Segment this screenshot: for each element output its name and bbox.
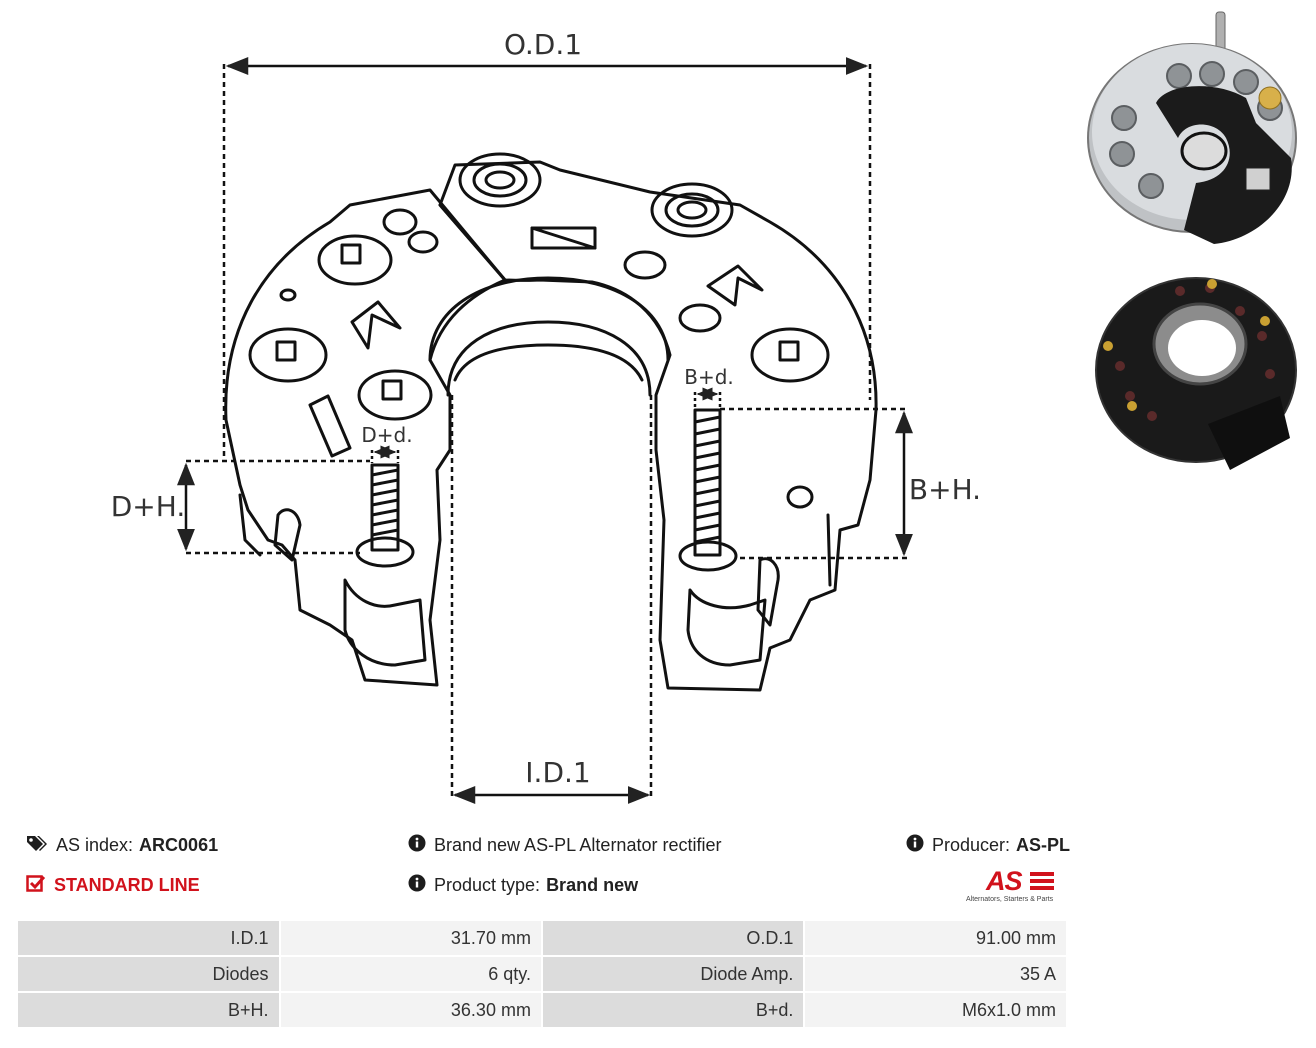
tags-icon (26, 834, 48, 857)
od-label: O.D.1 (504, 28, 582, 61)
specifications-table: I.D.1 31.70 mm O.D.1 91.00 mm Diodes 6 q… (16, 919, 1068, 1029)
spec-value: M6x1.0 mm (803, 991, 1068, 1029)
id-label: I.D.1 (525, 756, 590, 789)
check-square-icon (26, 874, 46, 897)
product-type-label: Product type: (434, 875, 541, 895)
as-index-value: ARC0061 (139, 835, 219, 855)
logo-tagline: Alternators, Starters & Parts (966, 896, 1054, 903)
bh-label: B+H. (909, 473, 981, 506)
product-photo-top (1087, 11, 1297, 244)
spec-label: I.D.1 (16, 919, 281, 957)
spec-label: B+H. (16, 991, 281, 1029)
info-icon (408, 874, 426, 897)
info-icon (408, 834, 426, 857)
product-line: STANDARD LINE (26, 874, 200, 897)
info-icon (906, 834, 924, 857)
description-text: Brand new AS-PL Alternator rectifier (434, 835, 722, 855)
product-type-value: Brand new (546, 875, 639, 895)
spec-value: 35 A (803, 955, 1068, 993)
product-type: Product type: Brand new (408, 874, 638, 897)
spec-label: O.D.1 (540, 919, 806, 957)
logo-stripes-icon (1030, 872, 1054, 890)
spec-label: B+d. (540, 991, 806, 1029)
spec-value: 31.70 mm (278, 919, 543, 957)
spec-label: Diodes (16, 955, 281, 993)
bd-label: B+d. (684, 365, 734, 389)
product-line-label: STANDARD LINE (54, 875, 200, 895)
table-row: B+H. 36.30 mm B+d. M6x1.0 mm (16, 991, 1068, 1029)
spec-label: Diode Amp. (540, 955, 806, 993)
spec-value: 36.30 mm (278, 991, 543, 1029)
as-pl-logo: AS Alternators, Starters & Parts (966, 866, 1066, 906)
logo-mark: AS (986, 866, 1023, 896)
producer: Producer: AS-PL (906, 834, 1070, 857)
rectifier-outline (224, 152, 878, 692)
technical-drawing: O.D.1 I.D.1 D+H. D+d. B+H. B+d. (111, 28, 981, 804)
description: Brand new AS-PL Alternator rectifier (408, 834, 721, 857)
table-row: I.D.1 31.70 mm O.D.1 91.00 mm (16, 919, 1068, 957)
product-photo-bottom (1095, 277, 1297, 470)
dd-label: D+d. (361, 423, 412, 447)
producer-value: AS-PL (1016, 835, 1071, 855)
spec-value: 91.00 mm (803, 919, 1068, 957)
dh-label: D+H. (111, 490, 185, 523)
as-index-label: AS index: (56, 835, 134, 855)
table-row: Diodes 6 qty. Diode Amp. 35 A (16, 955, 1068, 993)
spec-value: 6 qty. (278, 955, 543, 993)
as-index: AS index: ARC0061 (26, 834, 218, 857)
producer-label: Producer: (932, 835, 1011, 855)
